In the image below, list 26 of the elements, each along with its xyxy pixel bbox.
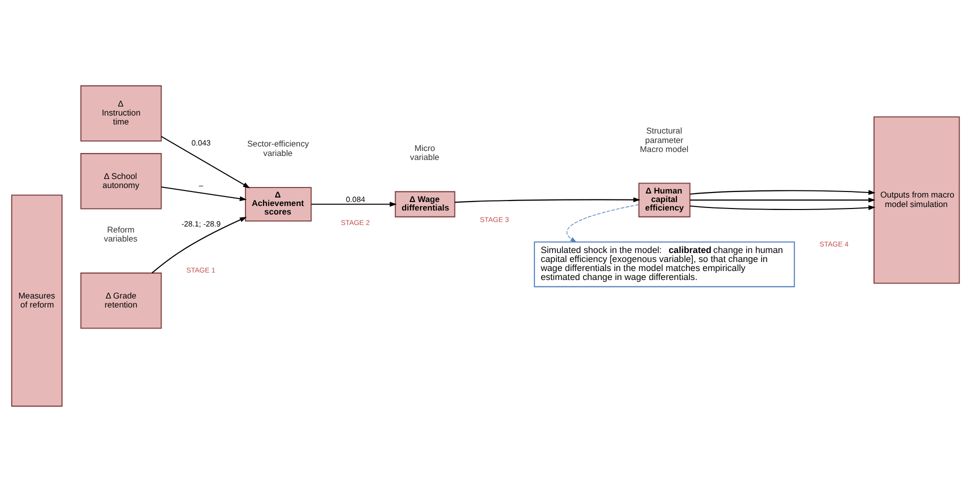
label: Micro variable [410,142,440,162]
node-box: Measures of reform [11,194,63,407]
node-box: Simulated shock in the model: calibrated change in human capital efficiency [exogenous variable], so that change in wage differentials in the model matches empirically estimated change in wage differentials. [534,241,795,288]
arrow [690,198,876,202]
arrow [690,205,876,210]
node-box: Outputs from macro model simulation [874,116,960,284]
arrow [454,197,640,203]
node-box: Δ Achievement scores [244,186,312,222]
edge-label: 0.084 [346,195,366,204]
edge-label: – [198,181,204,190]
label: Structural parameter Macro model [640,126,688,154]
arrow [311,202,397,207]
node-box: Δ Human capital efficiency [638,182,690,218]
node-box: Δ Grade retention [80,272,162,329]
arrow [161,136,250,188]
arrow [566,204,640,242]
node-box: Δ School autonomy [80,153,162,210]
arrow [161,186,247,202]
node-box: Δ Wage differentials [394,191,456,218]
arrow [690,190,876,195]
label: Reform variables [104,224,138,244]
label: Sector-efficiency variable [247,138,309,158]
edge-label: -28.1; -28.9 [181,219,221,228]
edge-label: 0.043 [191,138,211,148]
node-box: Δ Instruction time [80,85,162,142]
arrow [152,216,247,274]
